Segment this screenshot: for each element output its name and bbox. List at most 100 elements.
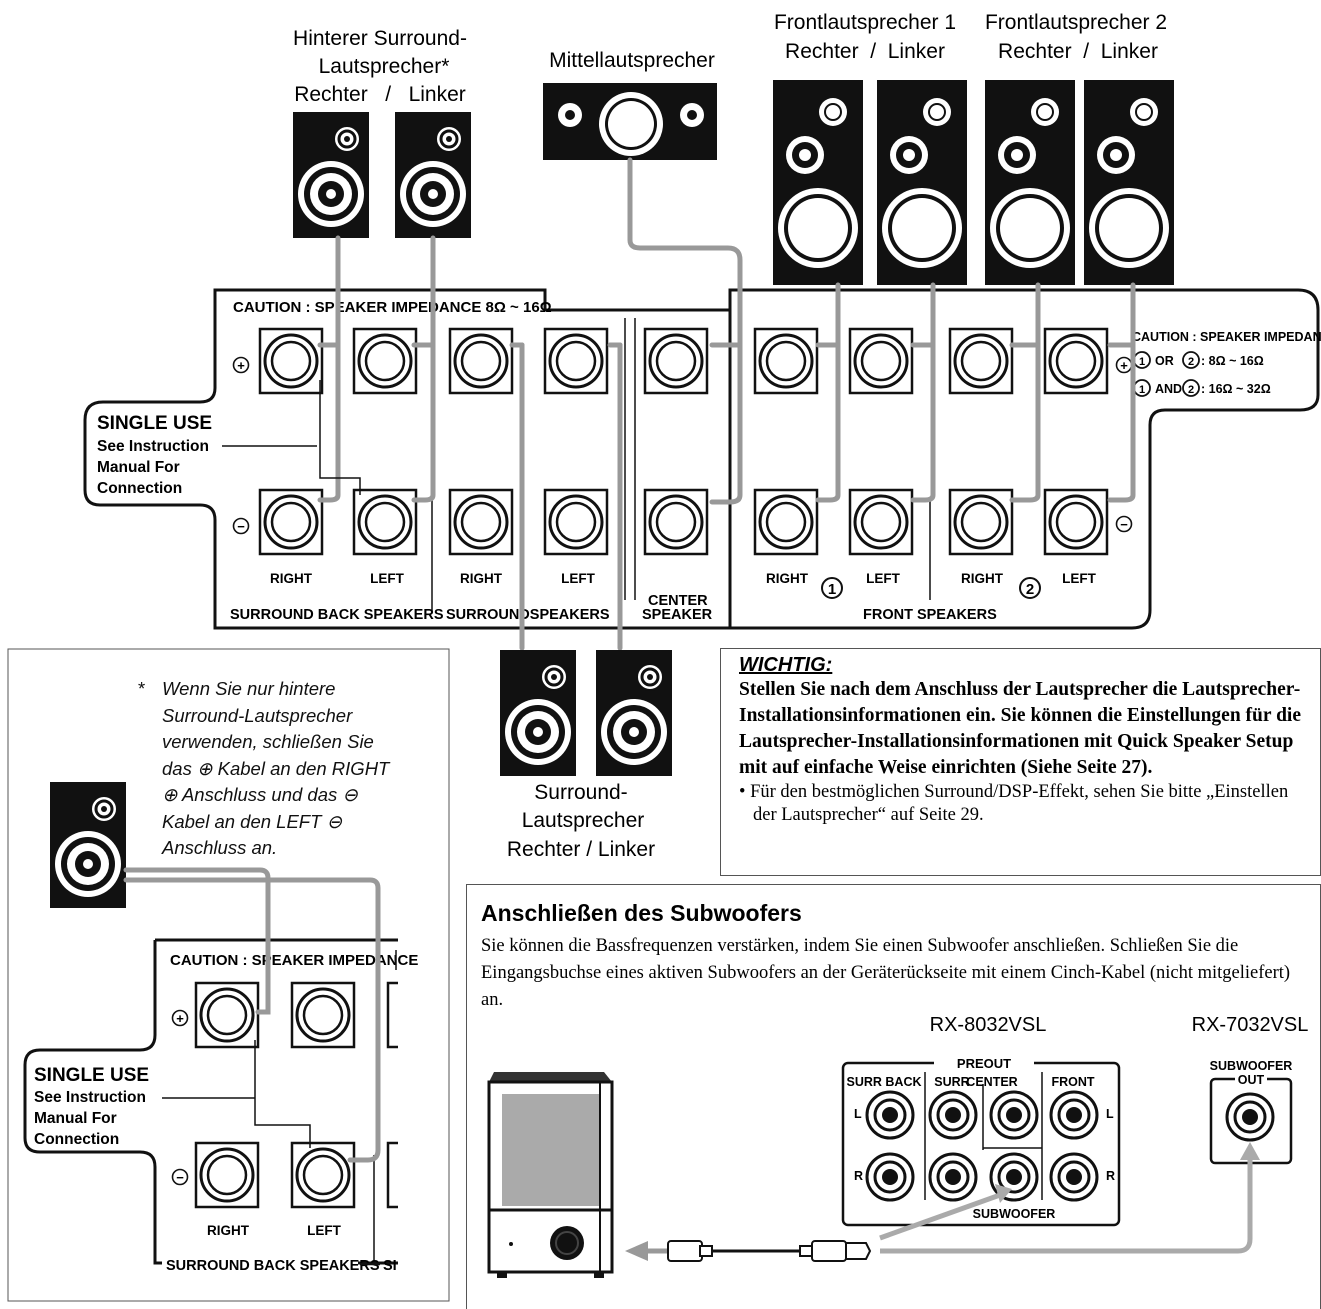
svg-text:: 16Ω ~ 32Ω: : 16Ω ~ 32Ω [1201,382,1271,396]
svg-text:SURR: SURR [934,1075,969,1089]
rear-surround-right-speaker [291,110,371,240]
subwoofer-out-panel: SUBWOOFER OUT [1210,1059,1293,1165]
preout-panel: PREOUT SURR BACK SURR CENTER FRONT L L R… [841,1055,1121,1227]
inset-minus: − [176,1170,184,1185]
subwoofer-section: Anschließen des Subwoofers Sie können di… [466,884,1321,1309]
svg-text:CAUTION : SPEAKER IMPEDANCE: CAUTION : SPEAKER IMPEDANCE [1132,330,1321,344]
svg-text:OR: OR [1155,354,1174,368]
group-labels: SURROUND BACK SPEAKERS SURROUNDSPEAKERS … [228,590,1002,624]
svg-text:RIGHT: RIGHT [961,571,1004,586]
svg-text:1: 1 [1139,384,1145,396]
svg-text:−: − [237,519,245,534]
svg-text:See Instruction: See Instruction [34,1089,146,1106]
surround-title: Surround- [534,781,627,804]
subwoofer-unit [487,1072,614,1278]
rear-surround-title-2: Lautsprecher* [319,55,450,78]
svg-text:See Instruction: See Instruction [97,438,209,455]
svg-text:: 8Ω ~ 16Ω: : 8Ω ~ 16Ω [1201,354,1264,368]
surround-title-3: Rechter / Linker [507,838,655,861]
svg-text:Connection: Connection [97,480,182,497]
wichtig-bold-text: Stellen Sie nach dem Anschluss der Lauts… [739,679,1301,778]
wichtig-header: WICHTIG: [739,654,833,676]
svg-text:LEFT: LEFT [307,1223,341,1238]
rear-surround-title: Hinterer Surround- [293,27,467,50]
front1-left-speaker [876,79,968,286]
minus-symbol: − − [232,515,1133,535]
surround-right-speaker [498,648,578,778]
plus-circle-icon: ⊕ [162,784,178,805]
svg-text:LEFT: LEFT [370,571,404,586]
center-speaker [543,83,717,160]
svg-text:LEFT: LEFT [561,571,595,586]
svg-text:CENTER: CENTER [966,1075,1017,1089]
svg-text:SINGLE USE: SINGLE USE [34,1065,149,1086]
svg-text:L: L [854,1107,862,1121]
svg-text:FRONT: FRONT [1051,1075,1094,1089]
front-group-2: 2 [1026,581,1034,598]
model-rx8032: RX-8032VSL [930,1014,1047,1036]
inset-speaker [48,780,128,910]
svg-text:R: R [1106,1169,1115,1183]
inset-group-label: SURROUND BACK SPEAKERS [166,1258,380,1274]
svg-text:FRONT SPEAKERS: FRONT SPEAKERS [863,607,997,623]
svg-text:2: 2 [1188,356,1194,368]
plus-circle-icon: ⊕ [196,757,213,779]
svg-text:R: R [854,1169,863,1183]
subwoofer-title: Anschließen des Subwoofers [481,900,802,926]
cinch-cable [625,1142,1260,1262]
svg-text:CENTER: CENTER [648,593,708,609]
inset-plus: + [176,1011,184,1026]
caution-left: CAUTION : SPEAKER IMPEDANCE 8Ω ~ 16Ω [233,299,552,316]
single-use-jumper [319,380,361,495]
svg-text:SUBWOOFER: SUBWOOFER [973,1207,1056,1221]
rear-surround-title-3: Rechter / Linker [294,83,466,106]
footnote: * Wenn Sie nur hintere Surround-Lautspre… [138,678,390,858]
inset-single-use: SINGLE USE See Instruction Manual For Co… [34,1065,149,1148]
caution-right: CAUTION : SPEAKER IMPEDANCE 1 OR 2 : 8Ω … [1132,330,1321,397]
svg-text:AND: AND [1155,382,1182,396]
inset-cables [123,867,381,1163]
svg-text:RIGHT: RIGHT [207,1223,250,1238]
svg-text:SURROUND BACK SPEAKERS: SURROUND BACK SPEAKERS [230,607,444,623]
minus-circle-icon: ⊖ [342,784,358,805]
svg-text:LEFT: LEFT [1062,571,1096,586]
channel-labels: RIGHT LEFT RIGHT LEFT RIGHT LEFT RIGHT L… [270,571,1097,586]
wichtig-bullet: • Für den bestmöglichen Surround/DSP-Eff… [739,782,1289,825]
rear-surround-left-speaker [393,110,473,240]
front-group-1: 1 [828,581,836,598]
inset-panel-outline [23,938,398,1265]
svg-text:+: + [237,358,245,373]
single-use-label: SINGLE USE See Instruction Manual For Co… [97,413,212,497]
front2-right-speaker [984,79,1076,286]
inset-truncated: SI [383,1258,397,1274]
svg-text:RIGHT: RIGHT [460,571,503,586]
inset-channel-labels: RIGHT LEFT [207,1223,342,1238]
surround-left-speaker [594,648,674,778]
subwoofer-paragraph: Sie können die Bassfrequenzen verstärken… [481,936,1291,1010]
terminals-top-row [258,327,1109,395]
svg-text:SINGLE USE: SINGLE USE [97,413,212,434]
model-rx7032: RX-7032VSL [1192,1014,1309,1036]
svg-text:RIGHT: RIGHT [766,571,809,586]
svg-text:Manual For: Manual For [97,459,180,476]
speaker-cables [317,157,1136,651]
plus-symbol: + + [232,356,1133,374]
svg-text:SUBWOOFER: SUBWOOFER [1210,1059,1293,1073]
front1-right-speaker [772,79,864,286]
svg-text:L: L [1106,1107,1114,1121]
front2-title: Frontlautsprecher 2 [985,11,1167,34]
front2-left-speaker [1083,79,1175,286]
svg-text:PREOUT: PREOUT [957,1056,1011,1071]
minus-circle-icon: ⊖ [326,810,343,832]
svg-text:LEFT: LEFT [866,571,900,586]
svg-text:RIGHT: RIGHT [270,571,313,586]
wichtig-note: WICHTIG: Stellen Sie nach dem Anschluss … [720,648,1321,876]
svg-text:SURR BACK: SURR BACK [847,1075,922,1089]
svg-text:−: − [1120,517,1128,532]
front2-title-2: Rechter / Linker [998,40,1158,63]
front1-title-2: Rechter / Linker [785,40,945,63]
svg-text:OUT: OUT [1238,1073,1265,1087]
svg-text:Connection: Connection [34,1131,119,1148]
inset-frame [7,648,450,1302]
